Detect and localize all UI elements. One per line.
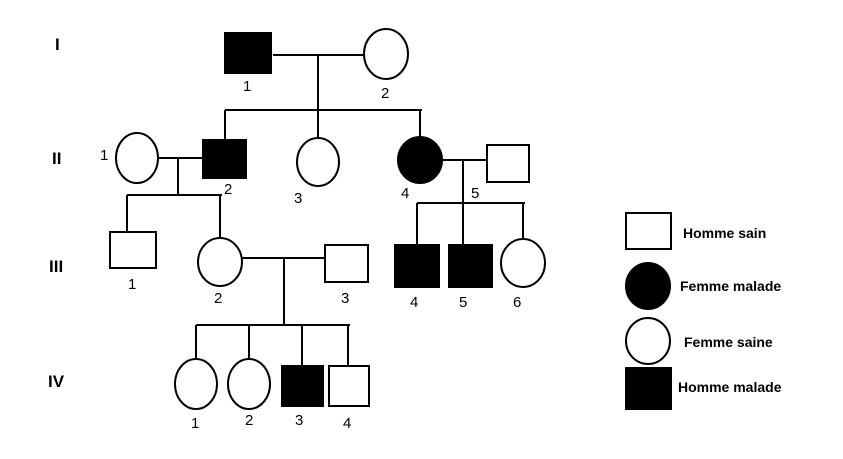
individual-IV-3-affected-male [281, 365, 324, 407]
individual-II-5-healthy-male [486, 144, 530, 183]
connection-lines [126, 54, 525, 366]
generation-label-3: III [49, 257, 63, 276]
individual-IV-3-number: 3 [295, 412, 303, 429]
individual-I-1-number: 1 [243, 78, 251, 95]
individual-II-2-affected-male [202, 139, 247, 179]
individual-III-6-number: 6 [513, 294, 521, 311]
individual-III-1-healthy-male [109, 231, 157, 269]
individual-IV-4-healthy-male [328, 365, 370, 407]
individual-II-5-number: 5 [471, 185, 479, 202]
individual-IV-2-healthy-female [227, 358, 271, 410]
legend-label-femme-malade: Femme malade [680, 278, 781, 294]
individual-II-4-affected-female [397, 136, 443, 184]
individual-II-3-healthy-female [296, 137, 340, 187]
individual-IV-4-number: 4 [343, 415, 351, 432]
individual-II-2-number: 2 [224, 181, 232, 198]
individual-IV-1-number: 1 [191, 415, 199, 432]
individual-I-2-healthy-female [363, 28, 409, 80]
individual-III-6-healthy-female [500, 238, 546, 288]
legend-healthy-male-symbol [625, 212, 672, 250]
individual-III-5-affected-male [448, 244, 493, 288]
generation-label-4: IV [48, 372, 65, 391]
individual-I-2-number: 2 [381, 85, 389, 102]
legend-label-femme-saine: Femme saine [684, 334, 773, 350]
individual-II-4-number: 4 [401, 185, 409, 202]
individual-III-5-number: 5 [459, 294, 467, 311]
individual-III-3-healthy-male [324, 244, 369, 283]
individual-II-1-number: 1 [100, 147, 108, 164]
individual-IV-1-healthy-female [174, 358, 218, 410]
individual-III-1-number: 1 [128, 276, 136, 293]
legend-affected-male-symbol [625, 367, 672, 410]
individual-I-1-affected-male [224, 32, 272, 74]
generation-label-1: I [55, 35, 60, 54]
legend-affected-female-symbol [625, 262, 671, 310]
legend-label-homme-sain: Homme sain [683, 225, 766, 241]
individual-III-2-healthy-female [197, 237, 243, 287]
legend-label-homme-malade: Homme malade [678, 379, 782, 395]
individual-III-3-number: 3 [341, 290, 349, 307]
legend-healthy-female-symbol [625, 317, 671, 365]
individual-III-4-affected-male [394, 244, 440, 288]
individual-IV-2-number: 2 [245, 412, 253, 429]
individual-III-4-number: 4 [410, 294, 418, 311]
legend: Homme sain Femme malade Femme saine Homm… [625, 212, 782, 410]
generation-label-2: II [52, 149, 61, 168]
individual-III-2-number: 2 [214, 290, 222, 307]
individual-II-3-number: 3 [294, 190, 302, 207]
individual-II-1-healthy-female [115, 132, 159, 184]
